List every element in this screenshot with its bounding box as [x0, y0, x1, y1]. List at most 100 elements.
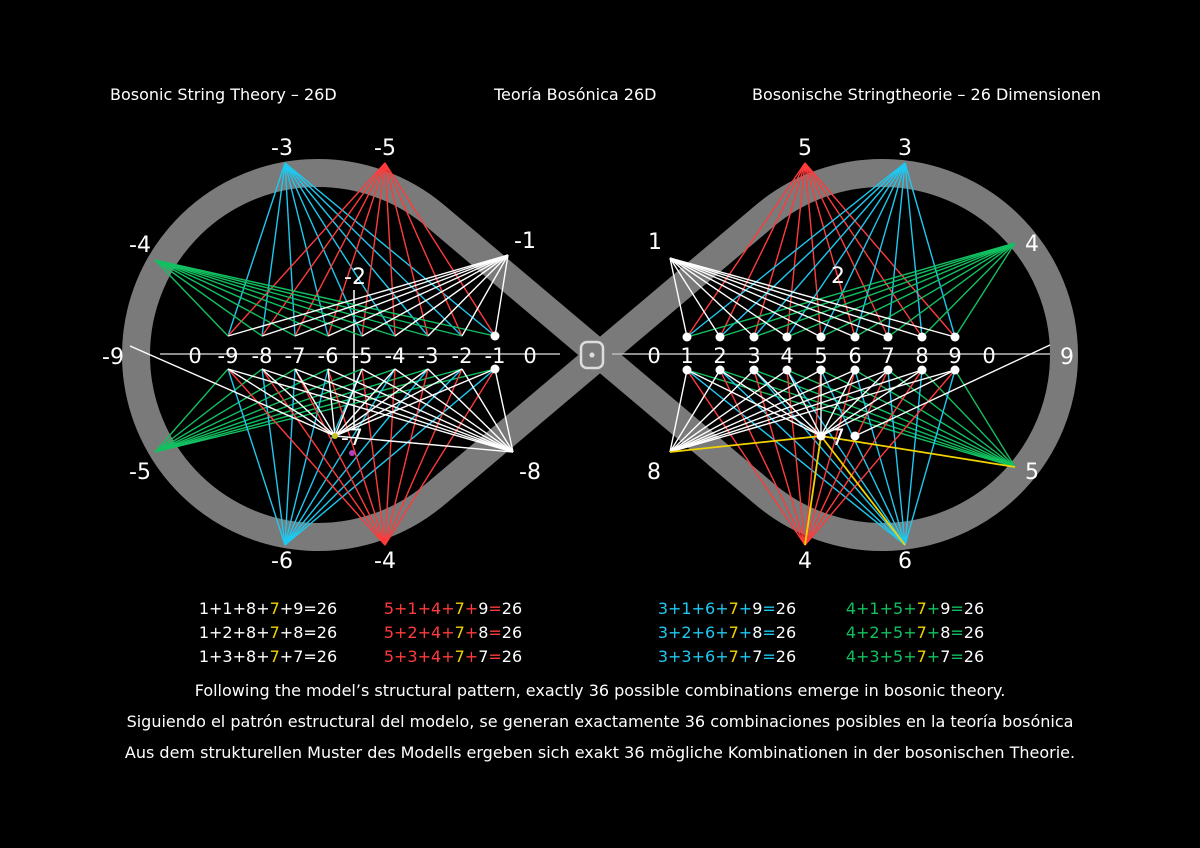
equation-token: +	[256, 599, 270, 618]
equation-token: =	[488, 599, 502, 618]
right-axis-dot-11	[715, 365, 725, 375]
equation-token: +	[738, 623, 753, 642]
figure-eight-ring	[122, 159, 1078, 551]
right-line-green-bottom-9	[954, 369, 1016, 468]
equation-token: 26	[775, 623, 797, 642]
right-line-cyan-top-3	[753, 162, 906, 338]
right-line-red-top-1	[686, 162, 806, 338]
equation-token: 5	[893, 647, 904, 666]
equation-token: +	[668, 647, 682, 666]
equation-token: 7	[940, 647, 951, 666]
equation-token: =	[488, 647, 502, 666]
right-axis-dot-10	[682, 365, 692, 375]
right-line-red-top-2	[719, 162, 806, 338]
equation-token: 5	[893, 623, 904, 642]
equation-token: 26	[963, 647, 985, 666]
left-axis-label: -9	[218, 344, 239, 368]
right-line-cyan-top-6	[854, 162, 906, 338]
left-line-green-top-4	[154, 259, 329, 337]
right-line-white-top-1	[669, 257, 688, 338]
equation-token: 5	[383, 623, 395, 642]
left-line-white-bottom-8	[461, 368, 514, 453]
equation-token: 2	[681, 623, 692, 642]
right-axis-label: 0	[647, 344, 660, 368]
left-line-white-center-4	[327, 368, 336, 437]
equation-white-2: 1+2+8+7+8=26	[199, 623, 337, 642]
equation-token: +	[879, 599, 894, 618]
equation-token: 7	[269, 647, 280, 666]
equation-cyan-3: 3+3+6+7+7=26	[658, 647, 796, 666]
right-node-label-bottom-a: 4	[798, 549, 812, 574]
equation-token: 7	[728, 599, 739, 618]
left-axis-label: -1	[485, 344, 506, 368]
equation-token: +	[232, 647, 247, 666]
equation-token: +	[256, 623, 270, 642]
left-line-white-bottom-9	[494, 368, 514, 453]
right-node-label-far-right: 9	[1060, 345, 1074, 370]
right-line-cyan-top-7	[887, 162, 906, 338]
title-english: Bosonic String Theory – 26D	[110, 85, 337, 104]
left-line-white-top-9	[494, 254, 509, 337]
equation-token: 4	[431, 599, 442, 618]
right-line-white-bottom-9	[669, 369, 956, 453]
equation-token: 4	[845, 599, 857, 618]
right-axis-label: 1	[680, 344, 693, 368]
right-line-white-center-3	[753, 369, 822, 437]
left-line-white-top-8	[461, 254, 509, 337]
left-line-cyan-top-3	[284, 162, 296, 337]
left-axis-label: -6	[318, 344, 339, 368]
equation-token: =	[488, 623, 502, 642]
equation-token: 7	[269, 599, 280, 618]
right-node-label-lower-right: 5	[1025, 460, 1039, 485]
equation-token: +	[394, 647, 408, 666]
equation-token: 26	[775, 647, 797, 666]
equation-token: 8	[752, 623, 763, 642]
equation-cyan-2: 3+2+6+7+8=26	[658, 623, 796, 642]
right-axis-dot-12	[749, 365, 759, 375]
equation-token: 26	[501, 599, 523, 618]
left-node-label-lower-left: -5	[129, 460, 151, 485]
left-line-green-top-8	[154, 259, 463, 337]
right-axis-dot-8	[917, 332, 927, 342]
left-line-red-top-9	[384, 162, 496, 337]
left-line-white-center-8	[334, 368, 463, 437]
equation-token: 1	[222, 599, 233, 618]
equation-token: +	[668, 623, 682, 642]
equation-token: +	[232, 623, 247, 642]
right-line-white-top-3	[669, 257, 755, 338]
equation-token: 9	[293, 599, 304, 618]
equation-token: +	[417, 647, 432, 666]
equation-token: +	[691, 599, 706, 618]
right-line-white-center-2	[719, 369, 822, 437]
right-line-yellow-4	[820, 435, 906, 546]
left-line-white-center-3	[294, 368, 336, 437]
right-axis-dot-4	[782, 332, 792, 342]
left-line-white-center-2	[261, 368, 336, 437]
right-line-red-bottom-2	[719, 369, 806, 546]
right-line-green-bottom-1	[686, 369, 1016, 468]
equation-token: 3	[657, 647, 669, 666]
left-node-label-lower-right: -8	[519, 460, 541, 485]
equation-token: 26	[316, 623, 338, 642]
right-line-red-bottom-6	[804, 369, 856, 546]
right-center-dot-2	[850, 431, 860, 441]
left-line-red-bottom-2	[261, 368, 386, 546]
equation-token: +	[738, 647, 753, 666]
left-line-red-top-3	[294, 162, 386, 337]
equation-token: 7	[728, 623, 739, 642]
left-line-white-center-5	[334, 368, 363, 437]
right-line-cyan-top-2	[719, 162, 906, 338]
right-line-white-center-4	[786, 369, 822, 437]
left-line-white-center-9	[334, 368, 496, 437]
equation-token: +	[879, 623, 894, 642]
right-line-white-bottom-2	[669, 369, 721, 453]
left-line-cyan-top-1	[227, 162, 286, 337]
right-node-label-top-b: 3	[898, 136, 912, 161]
right-node-label-upper-left: 1	[648, 230, 662, 255]
right-line-green-top-6	[854, 242, 1016, 338]
right-line-white-top-7	[669, 257, 889, 338]
left-axis-label: -4	[385, 344, 406, 368]
equation-token: =	[950, 623, 964, 642]
right-line-white-bottom-7	[669, 369, 889, 453]
equation-token: +	[417, 599, 432, 618]
